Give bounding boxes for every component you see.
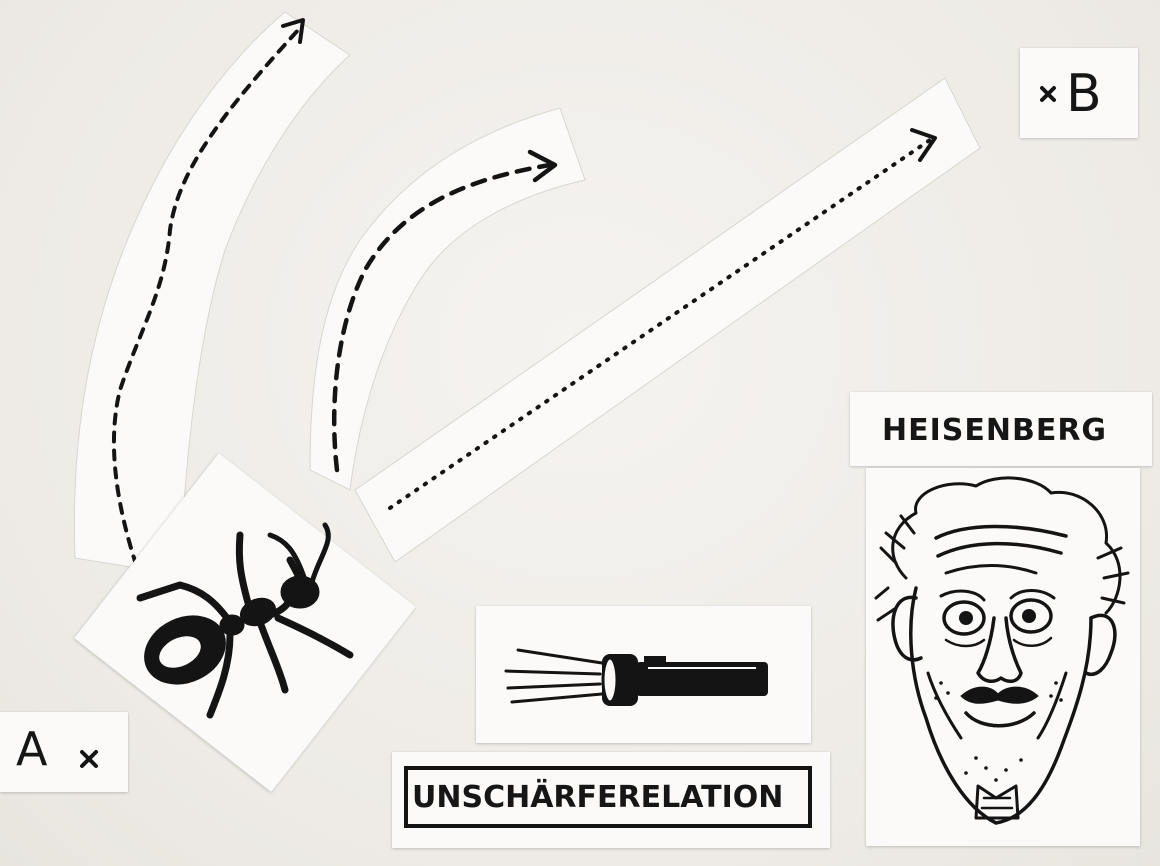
- ant-icon: [120, 530, 380, 730]
- flashlight-icon: [476, 606, 811, 743]
- point-a-label: A: [16, 726, 48, 772]
- x-mark-icon: [78, 748, 102, 772]
- name-card: HEISENBERG: [850, 392, 1152, 466]
- point-b-card: B: [1020, 48, 1138, 138]
- name-label: HEISENBERG: [882, 416, 1107, 446]
- title-card: UNSCHÄRFERELATION: [392, 752, 830, 848]
- flashlight-card: [476, 606, 811, 743]
- portrait-icon: [866, 468, 1140, 846]
- point-a-card: A: [0, 712, 128, 792]
- title-label: UNSCHÄRFERELATION: [412, 783, 783, 813]
- portrait-card: [866, 468, 1140, 846]
- x-mark-icon: [1038, 84, 1060, 106]
- point-b-label: B: [1066, 68, 1102, 120]
